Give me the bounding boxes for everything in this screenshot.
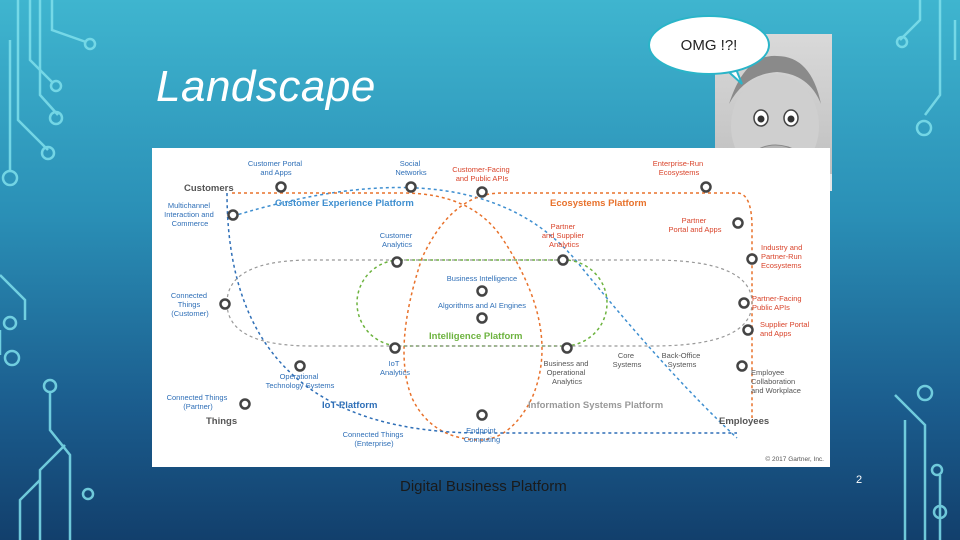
group-employees: Employees (719, 416, 769, 427)
node-partner-analytics (557, 254, 569, 266)
node-social-networks (405, 181, 417, 193)
information-systems-loop (226, 259, 753, 347)
platform-customer-experience: Customer Experience Platform (275, 198, 414, 209)
node-industry-partner (746, 253, 758, 265)
label-back-office: Back-Office Systems (662, 351, 703, 369)
platform-information-systems: Information Systems Platform (528, 400, 663, 411)
node-business-operational (561, 342, 573, 354)
label-employee-collab: Employee Collaboration and Workplace (751, 368, 801, 395)
slide-caption: Digital Business Platform (400, 478, 567, 495)
label-algorithms-ai: Algorithms and AI Engines (438, 301, 526, 310)
node-employee-collab (736, 360, 748, 372)
node-customer-facing-apis (476, 186, 488, 198)
label-business-intelligence: Business Intelligence (447, 274, 517, 283)
node-customer-analytics (391, 256, 403, 268)
node-operational-tech (294, 360, 306, 372)
iot-loop (226, 192, 737, 434)
node-enterprise-run (700, 181, 712, 193)
label-core-systems: Core Systems (613, 351, 642, 369)
platform-iot: IoT Platform (322, 400, 377, 411)
label-customer-analytics: Customer Analytics (380, 231, 415, 249)
node-partner-portal (732, 217, 744, 229)
intelligence-loop (356, 259, 608, 347)
speech-bubble-text: OMG !?! (680, 36, 738, 54)
label-partner-portal: Partner Portal and Apps (669, 216, 722, 234)
customer-experience-loop (226, 186, 738, 439)
node-customer-portal (275, 181, 287, 193)
label-partner-supplier-analytics: Partner and Supplier Analytics (542, 222, 586, 249)
label-enterprise-run: Enterprise-Run Ecosystems (653, 159, 706, 177)
node-algorithms (476, 312, 488, 324)
label-supplier-portal: Supplier Portal and Apps (760, 320, 811, 338)
node-iot-analytics (389, 342, 401, 354)
label-social-networks: Social Networks (395, 159, 427, 177)
node-supplier-portal (742, 324, 754, 336)
platform-intelligence: Intelligence Platform (429, 331, 522, 342)
group-things: Things (206, 416, 237, 427)
label-industry-partner-run: Industry and Partner-Run Ecosystems (761, 243, 804, 270)
platform-ecosystems: Ecosystems Platform (550, 198, 647, 209)
label-connected-things-customer: Connected Things (Customer) (171, 291, 209, 318)
label-business-operational-analytics: Business and Operational Analytics (543, 359, 590, 386)
label-connected-things-partner: Connected Things (Partner) (167, 393, 230, 411)
group-customers: Customers (184, 183, 234, 194)
label-multichannel: Multichannel Interaction and Commerce (164, 201, 216, 228)
label-iot-analytics: IoT Analytics (380, 359, 410, 377)
slide-title: Landscape (156, 62, 376, 111)
label-connected-things-enterprise: Connected Things (Enterprise) (343, 430, 406, 448)
node-endpoint-computing (476, 409, 488, 421)
label-endpoint-computing: Endpoint Computing (464, 426, 500, 444)
speech-bubble: OMG !?! (648, 15, 770, 75)
page-number: 2 (856, 474, 863, 486)
node-connected-things-partner (239, 398, 251, 410)
digital-business-platform-diagram: Customers Things Employees Customer Expe… (152, 148, 830, 467)
node-partner-facing-apis (738, 297, 750, 309)
node-multichannel (227, 209, 239, 221)
label-customer-portal: Customer Portal and Apps (248, 159, 304, 177)
label-partner-facing-apis: Partner-Facing Public APIs (752, 294, 804, 312)
label-customer-facing-apis: Customer-Facing and Public APIs (452, 165, 512, 183)
label-operational-tech: Operational Technology Systems (266, 372, 335, 390)
node-business-intelligence (476, 285, 488, 297)
node-connected-things-customer (219, 298, 231, 310)
copyright-text: © 2017 Gartner, Inc. (765, 455, 824, 463)
